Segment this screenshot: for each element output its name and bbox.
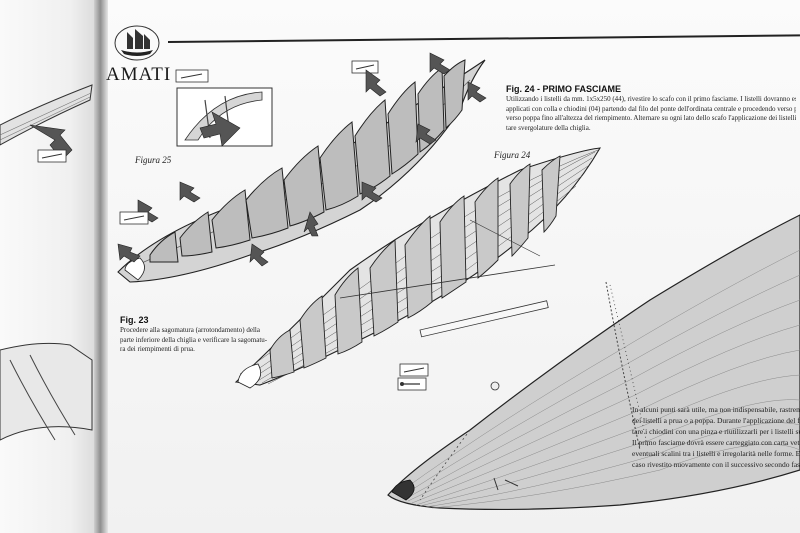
- figure-24-hull: [234, 147, 602, 389]
- fig24-caption-title: Fig. 24 - PRIMO FASCIAME: [506, 84, 622, 94]
- brand-logo-text: AMATI: [106, 64, 172, 85]
- fig24-caption-line: Utilizzando i listelli da mm. 1x5x250 (4…: [506, 95, 796, 103]
- book-spine: [94, 0, 108, 533]
- fig23-caption-line: parte inferiore della chiglia e verifica…: [120, 335, 268, 344]
- fig24-caption-line: applicati con colla e chiodini (04) part…: [506, 104, 796, 113]
- ship-logo-icon: [114, 25, 160, 61]
- fig23-caption-body: Procedere alla sagomatura (arrotondament…: [120, 326, 320, 355]
- left-page-lower-hull-fragment: [0, 342, 93, 441]
- figure-25-label: Figura 25: [135, 155, 172, 165]
- plank-icon-top: [175, 60, 379, 83]
- figure-24-label: Figura 24: [494, 150, 531, 160]
- figure-25-hull: [117, 59, 486, 283]
- nail-icons: [397, 363, 429, 391]
- fig23-caption-title: Fig. 23: [120, 315, 149, 325]
- planked-hull-large: [387, 214, 800, 511]
- fig24-caption-line: tare svergolature della chiglia.: [506, 123, 591, 132]
- planking-notes-text: In alcuni punti sarà utile, ma non indis…: [632, 404, 800, 470]
- fig23-caption-line: Procedere alla sagomatura (arrotondament…: [120, 326, 260, 334]
- left-page-hull-fragment: [0, 84, 93, 146]
- fig23-caption-line: ra dei riempimenti di prua.: [120, 345, 195, 353]
- plank-icon-left: [119, 211, 149, 225]
- planking-notes-line: dei listelli a prua o a poppa. Durante l…: [632, 416, 800, 425]
- planking-notes-line: eventuali scalini tra i listelli e irreg…: [632, 449, 800, 458]
- planking-notes-line: Il primo fasciame dovrà essere carteggia…: [632, 438, 800, 447]
- figure-25-arrows: [117, 52, 487, 267]
- planking-notes-line: caso rivestito nuovamente con il success…: [632, 460, 800, 469]
- fig24-caption-line: verso poppa fino all'altezza del riempim…: [506, 114, 796, 122]
- planking-notes-line: tare i chiodini con una pinza e riutiliz…: [632, 427, 800, 436]
- fig24-caption-body: Utilizzando i listelli da mm. 1x5x250 (4…: [506, 95, 796, 133]
- left-page-plank-icon: [37, 149, 67, 163]
- planking-notes-line: In alcuni punti sarà utile, ma non indis…: [632, 405, 800, 414]
- arrow-inset: [199, 111, 241, 147]
